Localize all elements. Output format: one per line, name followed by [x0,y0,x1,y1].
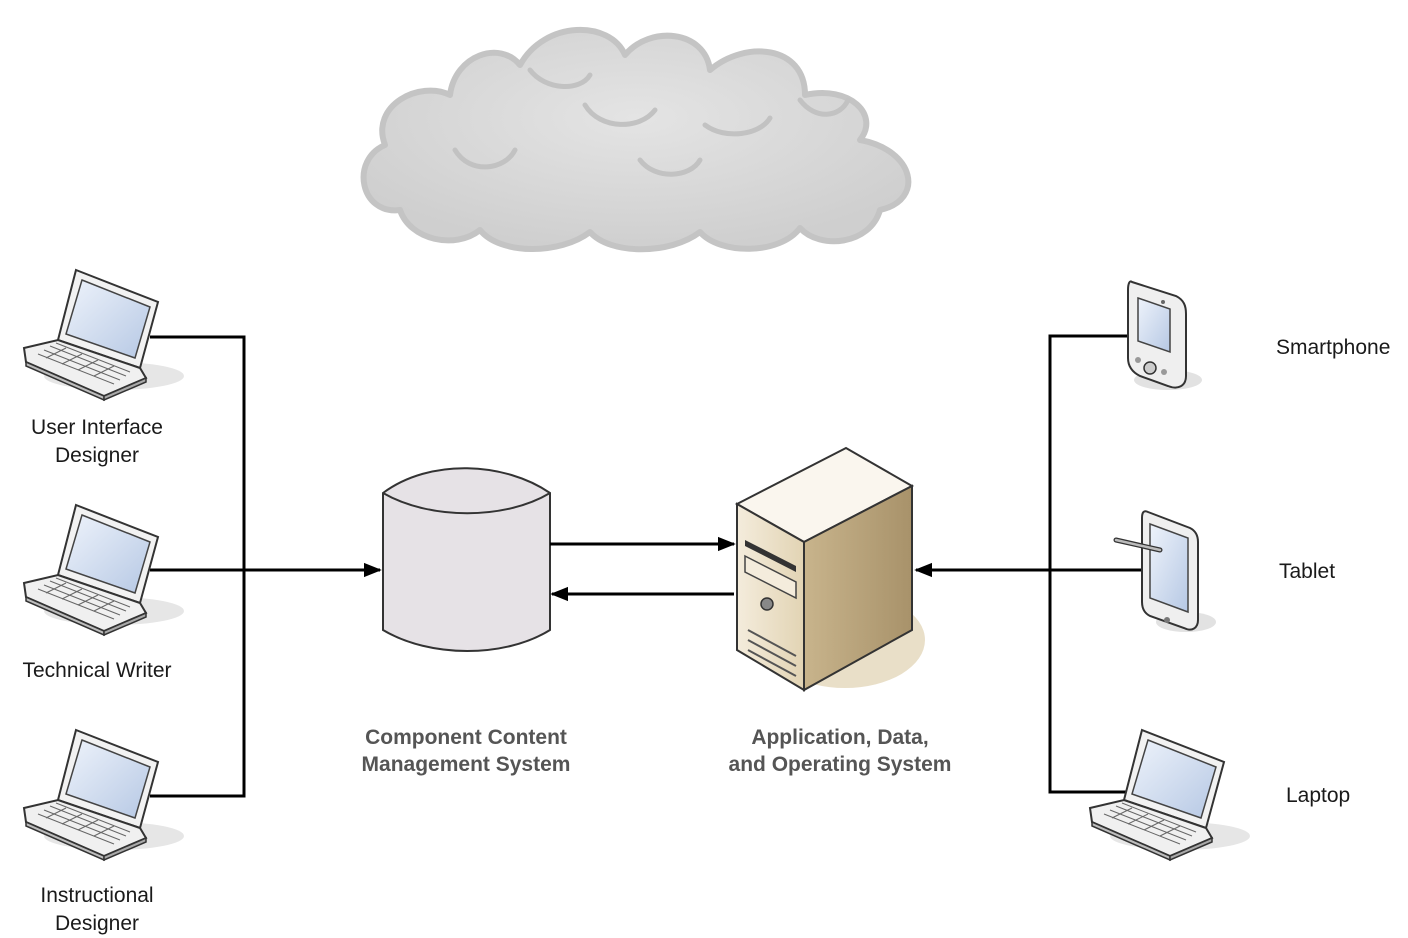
server-label-line2: and Operating System [728,753,952,776]
smartphone-icon [1127,280,1202,390]
author-label-technical-writer: Technical Writer [0,657,194,685]
ccms-label: Component Content Management System [330,724,602,778]
ccms-label-line1: Component Content [365,726,567,749]
server-label: Application, Data, and Operating System [700,724,980,778]
author-connectors [150,335,382,798]
database-icon [382,467,551,652]
tablet-icon [1113,510,1216,632]
sync-arrows [550,536,736,602]
device-connectors [914,334,1160,794]
author-label-instructional-designer: Instructional Designer [0,882,194,938]
server-label-line1: Application, Data, [751,726,929,749]
author-label-line2: Designer [54,912,140,935]
author-label-line1: Instructional [40,884,154,907]
cloud-icon [360,26,912,253]
device-label-tablet: Tablet [1279,560,1336,583]
author-label-line1: User Interface [31,416,163,439]
laptop-icon [1089,729,1251,861]
ccms-label-line2: Management System [361,753,571,776]
author-label-line2: Designer [54,444,140,467]
device-label-laptop: Laptop [1286,784,1351,807]
author-label-line1: Technical Writer [22,659,172,682]
device-label-smartphone: Smartphone [1276,336,1391,359]
laptop-icon [23,269,185,401]
author-label-ui-designer: User Interface Designer [0,414,194,470]
server-icon [734,446,925,692]
